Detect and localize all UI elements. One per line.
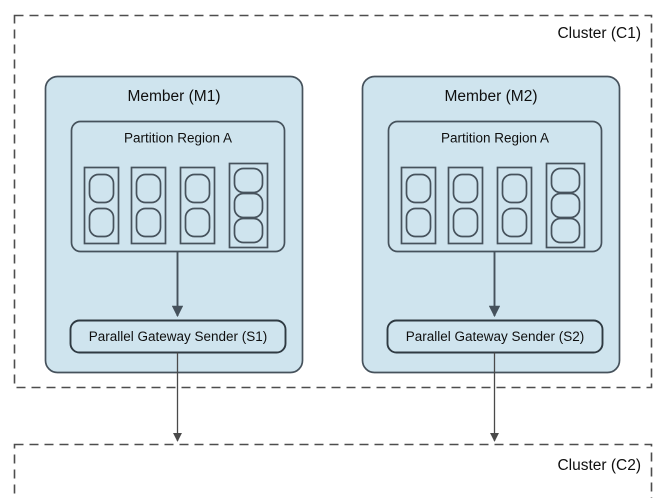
member-m1-bucket-3-entry-2 (184, 207, 211, 238)
member-m2-bucket-4-entry-1 (550, 167, 581, 194)
member-m1-bucket-3[interactable] (179, 166, 216, 245)
member-m2-bucket-2-box[interactable] (447, 166, 484, 245)
member-m1-partition-region[interactable]: Partition Region A (70, 120, 286, 253)
gateway-sender-s2[interactable]: Parallel Gateway Sender (S2) (386, 319, 604, 354)
cluster-c2-label: Cluster (C2) (557, 457, 641, 474)
member-m1-bucket-4-box[interactable] (228, 162, 269, 249)
member-m2-bucket-1[interactable] (400, 166, 437, 245)
member-m1-bucket-2-entry-1 (135, 173, 162, 204)
member-m1-bucket-4-entry-3 (233, 217, 264, 244)
member-m1-bucket-4-entry-2 (233, 192, 264, 219)
member-m2-bucket-2-entry-2 (452, 207, 479, 238)
member-m2-box[interactable] (361, 75, 621, 374)
member-m2-bucket-4-entry-3 (550, 217, 581, 244)
member-m1-bucket-1[interactable] (83, 166, 120, 245)
member-m2-bucket-4[interactable] (545, 162, 586, 249)
gateway-sender-s2-label: Parallel Gateway Sender (S2) (406, 329, 585, 344)
member-m2-region-label: Partition Region A (441, 131, 549, 146)
cluster-c2-border (13, 443, 653, 498)
member-m1-box[interactable] (44, 75, 304, 374)
gateway-sender-s1[interactable]: Parallel Gateway Sender (S1) (69, 319, 287, 354)
member-m1-bucket-2-entry-2 (135, 207, 162, 238)
member-m1-bucket-3-entry-1 (184, 173, 211, 204)
member-m2-label: Member (M2) (444, 88, 537, 105)
member-m2-bucket-2[interactable] (447, 166, 484, 245)
member-m2-bucket-1-entry-1 (405, 173, 432, 204)
cluster-c1: Cluster (C1) (13, 14, 653, 389)
member-m2-bucket-3-entry-1 (501, 173, 528, 204)
member-m1-bucket-3-box[interactable] (179, 166, 216, 245)
member-m1-bucket-1-entry-1 (88, 173, 115, 204)
member-m2-bucket-3[interactable] (496, 166, 533, 245)
member-m2-partition-region[interactable]: Partition Region A (387, 120, 603, 253)
member-m1-bucket-4-entry-1 (233, 167, 264, 194)
cluster-c2: Cluster (C2) (13, 443, 653, 498)
member-m2-bucket-4-entry-2 (550, 192, 581, 219)
member-m2-bucket-3-entry-2 (501, 207, 528, 238)
member-m1[interactable]: Member (M1) Partition Region A (44, 75, 304, 374)
member-m2-bucket-3-box[interactable] (496, 166, 533, 245)
member-m1-region-label: Partition Region A (124, 131, 232, 146)
member-m1-bucket-2[interactable] (130, 166, 167, 245)
member-m1-bucket-2-box[interactable] (130, 166, 167, 245)
member-m2[interactable]: Member (M2) Partition Region A (361, 75, 621, 374)
cluster-c1-label: Cluster (C1) (557, 25, 641, 42)
member-m1-bucket-1-box[interactable] (83, 166, 120, 245)
member-m2-bucket-1-box[interactable] (400, 166, 437, 245)
gateway-sender-s1-label: Parallel Gateway Sender (S1) (89, 329, 268, 344)
member-m1-label: Member (M1) (127, 88, 220, 105)
member-m2-bucket-4-box[interactable] (545, 162, 586, 249)
member-m2-bucket-1-entry-2 (405, 207, 432, 238)
member-m1-bucket-1-entry-2 (88, 207, 115, 238)
cluster-c1-border (13, 14, 653, 389)
member-m2-bucket-2-entry-1 (452, 173, 479, 204)
member-m1-bucket-4[interactable] (228, 162, 269, 249)
